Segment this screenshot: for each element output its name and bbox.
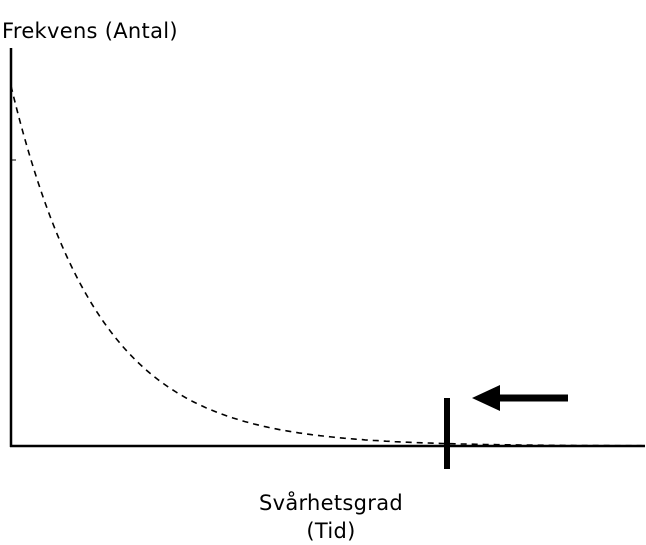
arrow-head <box>472 385 500 411</box>
x-axis-label-line2: (Tid) <box>306 519 355 543</box>
y-axis-label: Frekvens (Antal) <box>2 19 178 43</box>
dashed-decay-curve <box>10 85 645 447</box>
x-axis-label-line1: Svårhetsgrad <box>259 490 403 515</box>
left-arrow-icon <box>472 385 568 411</box>
